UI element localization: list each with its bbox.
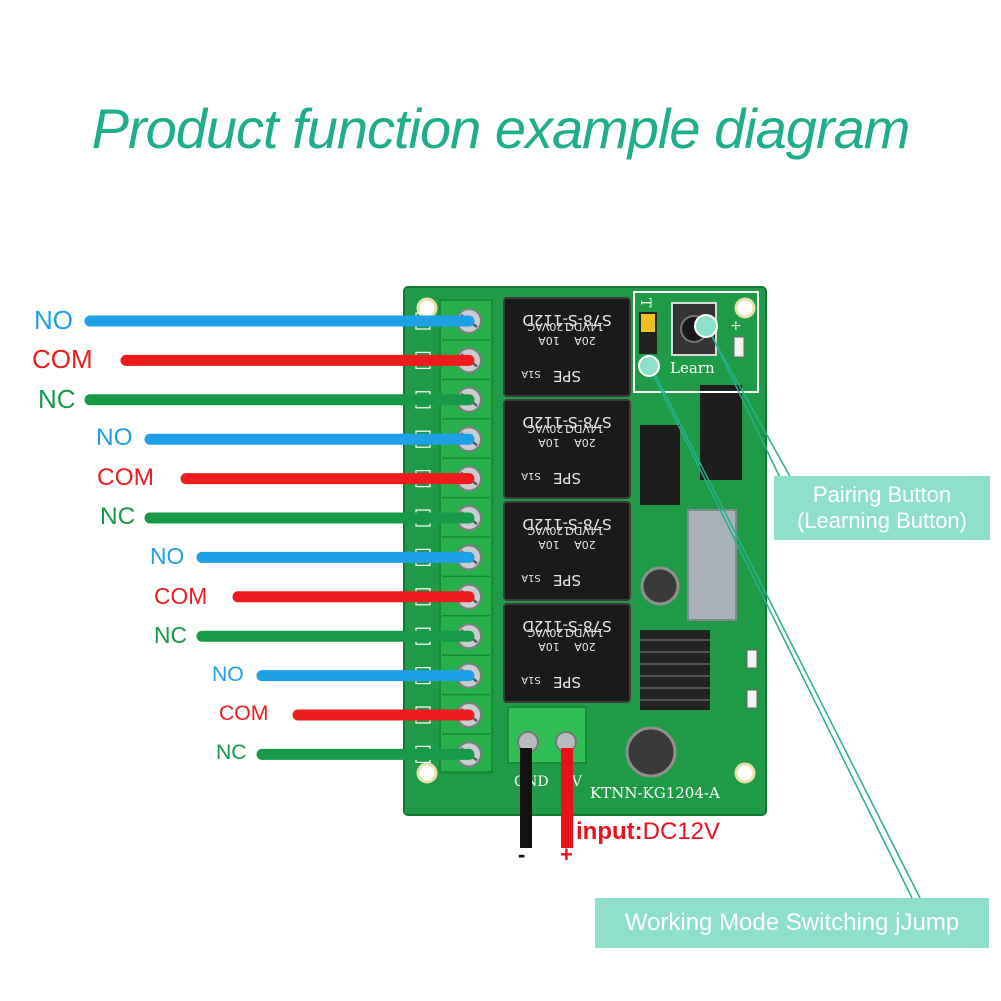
wire-label-no: NO [150, 543, 185, 570]
jump-callout: Working Mode Switching jJump [595, 898, 989, 948]
relay-marking: S1A [521, 572, 541, 583]
plus-mark: + [730, 318, 742, 334]
wire-label-com: COM [32, 344, 93, 375]
jump-callout-line [648, 365, 921, 899]
wire-label-no: NO [96, 424, 133, 452]
wire-label-com: COM [219, 702, 269, 725]
power-input-label: input:DC12V [576, 818, 720, 846]
relay-marking: S1A [521, 470, 541, 481]
capacitor [640, 566, 680, 606]
ic-chip [640, 425, 680, 505]
input-value: DC12V [642, 818, 721, 845]
relay-marking: S78-S-112D [522, 515, 611, 533]
relay-marking: 120VAC [527, 320, 570, 333]
relay-marking: 20A [574, 640, 596, 653]
wire-label-no: NO [212, 662, 244, 686]
capacitor [625, 726, 677, 778]
jumper-cap [641, 314, 655, 332]
board-model: KTNN-KG1204-A [590, 784, 720, 802]
relay-marking: 10A [538, 640, 560, 653]
led [746, 649, 758, 669]
mount-hole [734, 762, 756, 784]
relay-marking: 20A [574, 538, 596, 551]
vplus-lead [561, 748, 573, 848]
relay-marking: 10A [538, 334, 560, 347]
pairing-callout-line [705, 325, 793, 485]
relay-marking: 20A [574, 436, 596, 449]
silkscreen-outline [633, 291, 759, 393]
relay-marking: 120VAC [527, 626, 570, 639]
antenna-coil [640, 630, 710, 710]
wire-label-com: COM [154, 582, 208, 609]
relay-marking: SPE [553, 673, 581, 691]
coil-turns [640, 639, 710, 701]
relay-marking: 120VAC [527, 524, 570, 537]
plus-sign: + [560, 842, 573, 867]
relay-marking: SPE [553, 367, 581, 385]
relay-marking: SPE [553, 571, 581, 589]
gnd-lead [520, 748, 532, 848]
diagram-title: Product function example diagram [91, 97, 911, 160]
wire-label-nc: NC [38, 383, 76, 414]
relay-marking: 10A [538, 436, 560, 449]
mount-hole [734, 297, 756, 319]
relay-marking: 14VDC [566, 320, 604, 333]
pairing-button-callout: Pairing Button (Learning Button) [774, 476, 990, 540]
wire-label-com: COM [97, 463, 154, 491]
relay-board: ABCABCABCABC S78-S-112D10A120VAC20A14VDC… [403, 286, 767, 816]
wire-label-nc: NC [216, 741, 247, 765]
pcb-edge [403, 286, 767, 816]
ic-chip [700, 385, 742, 480]
jumper-label: T [637, 298, 653, 308]
led [733, 336, 745, 358]
wire-label-nc: NC [154, 622, 187, 649]
minus-mark: - [518, 842, 526, 867]
relay-marking: S1A [521, 674, 541, 685]
jumper-marker [638, 355, 660, 377]
led [746, 689, 758, 709]
wire-label-nc: NC [100, 503, 136, 530]
rf-module [687, 509, 737, 621]
pairing-line-2: (Learning Button) [797, 508, 967, 533]
relay-marking: 14VDC [566, 626, 604, 639]
relay-marking: S1A [521, 368, 541, 379]
relay-marking: S78-S-112D [522, 413, 611, 431]
relay-marking: SPE [553, 469, 581, 487]
mount-hole [416, 762, 438, 784]
relay-marking: 14VDC [566, 422, 604, 435]
pairing-line-1: Pairing Button [812, 482, 952, 507]
input-prefix: input: [576, 818, 643, 845]
learn-label: Learn [670, 359, 715, 377]
relay-marking: 20A [574, 334, 596, 347]
mount-hole [416, 297, 438, 319]
relay-marking: 120VAC [527, 422, 570, 435]
wire-label-no: NO [34, 305, 73, 335]
relay-marking: 10A [538, 538, 560, 551]
relay-marking: 14VDC [566, 524, 604, 537]
pairing-marker [694, 314, 718, 338]
relay-marking: S78-S-112D [522, 311, 611, 329]
relay-marking: S78-S-112D [522, 617, 611, 635]
